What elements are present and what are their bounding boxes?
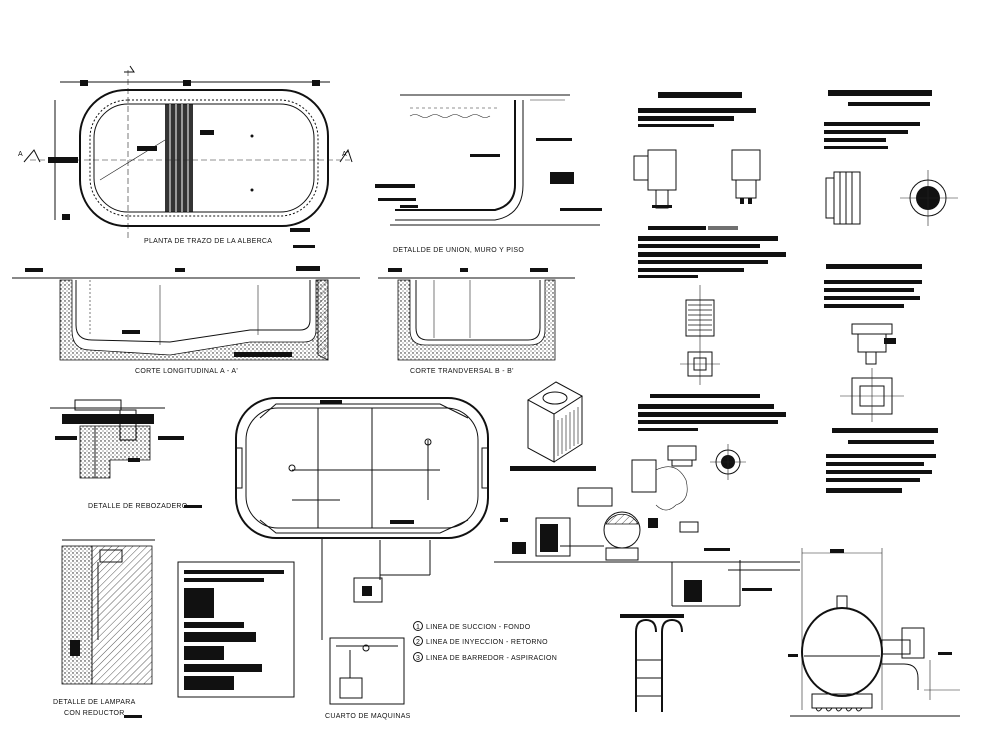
- condenser-unit: [510, 381, 596, 471]
- legend-text-3: LINEA DE BARREDOR - ASPIRACION: [426, 655, 557, 662]
- cross-section-title: CORTE TRANDVERSAL B - B': [410, 368, 514, 375]
- pool-plan: A A' PLANTA DE TRAZO DE LA ALBERCA: [18, 65, 353, 248]
- legend-num-3: 3: [416, 655, 420, 662]
- legend-num-1: 1: [416, 624, 420, 631]
- sand-filter: [788, 548, 960, 717]
- machine-room-title: CUARTO DE MAQUINAS: [325, 713, 411, 720]
- long-section: CORTE LONGITUDINAL A - A': [12, 266, 360, 375]
- pipe-legend: 1 LINEA DE SUCCION - FONDO 2 LINEA DE IN…: [413, 621, 557, 662]
- lamp-title-1: DETALLE DE LAMPARA: [53, 699, 136, 706]
- pool-ladder: [620, 614, 684, 712]
- cross-section: CORTE TRANDVERSAL B - B': [378, 268, 575, 375]
- curb-detail: DETALLE DE REBOZADERO: [50, 399, 202, 510]
- curb-title: DETALLE DE REBOZADERO: [88, 503, 188, 510]
- piping-plan: [235, 397, 508, 640]
- joint-title: DETALLDE DE UNION, MURO Y PISO: [393, 247, 524, 254]
- plan-title: PLANTA DE TRAZO DE LA ALBERCA: [144, 238, 272, 245]
- right-column-details: [824, 90, 958, 493]
- notes-block: [177, 561, 295, 698]
- fitting-details: [633, 92, 786, 480]
- machine-room: CUARTO DE MAQUINAS: [325, 577, 411, 720]
- joint-detail: DETALLDE DE UNION, MURO Y PISO: [375, 94, 602, 254]
- lamp-detail: DETALLE DE LAMPARA CON REDUCTOR: [53, 539, 155, 718]
- legend-text-1: LINEA DE SUCCION - FONDO: [426, 624, 531, 631]
- lamp-title-2: CON REDUCTOR: [64, 710, 125, 717]
- legend-text-2: LINEA DE INYECCION - RETORNO: [426, 639, 548, 646]
- long-section-title: CORTE LONGITUDINAL A - A': [135, 368, 238, 375]
- section-a-label: A: [18, 151, 23, 158]
- legend-num-2: 2: [416, 639, 420, 646]
- equipment-schematic: [494, 459, 800, 607]
